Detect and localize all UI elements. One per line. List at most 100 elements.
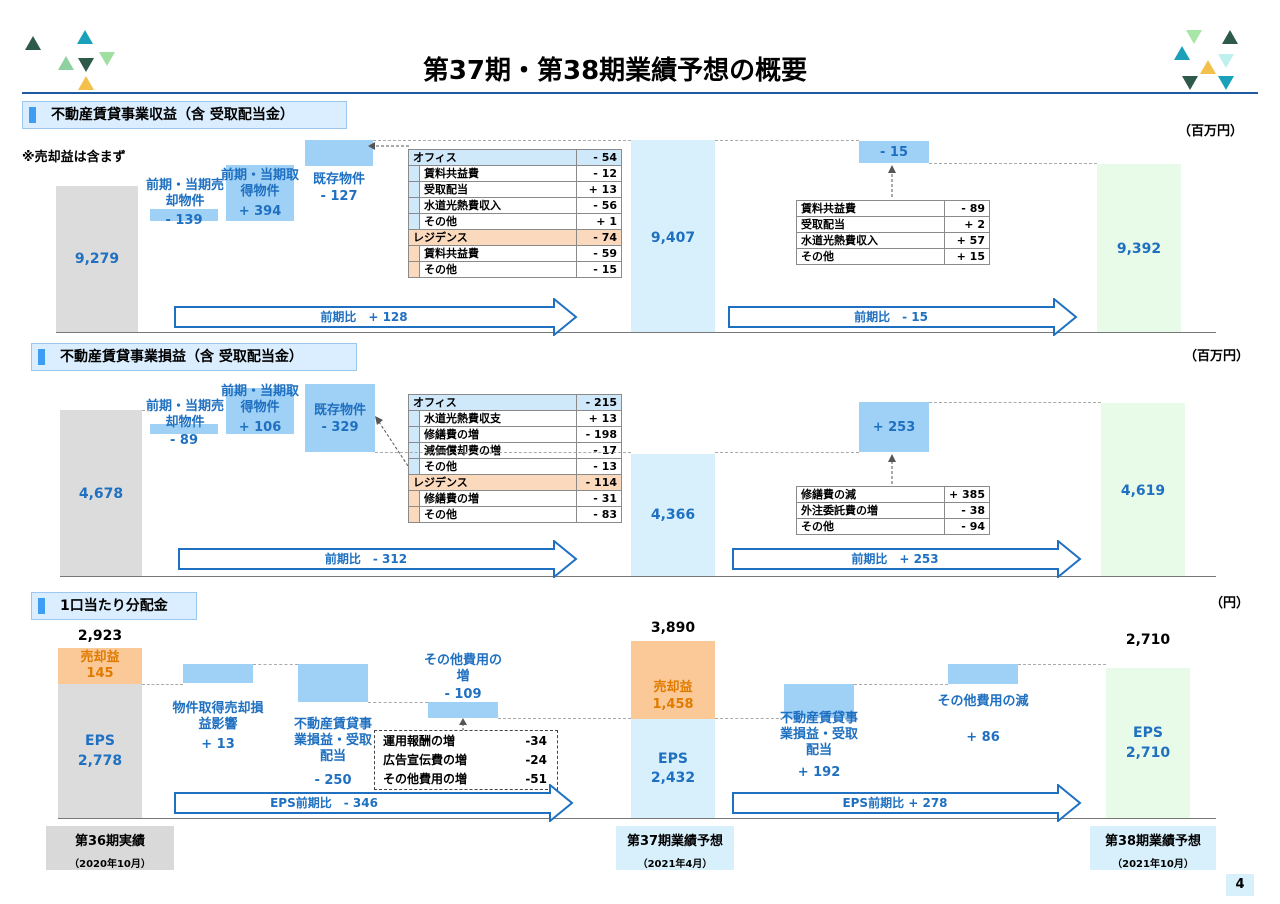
guide-line xyxy=(142,410,150,411)
section-header-profit: 不動産賃貸事業損益（含 受取配当金） xyxy=(31,343,357,371)
dpu-total-p36: 2,923 xyxy=(77,628,123,644)
pro-bd1-val: - 13 xyxy=(576,458,622,475)
unit-label-revenue: （百万円） xyxy=(1178,124,1244,139)
title-rule xyxy=(22,92,1258,94)
profit-step-label-sold: 前期・当期売却物件 xyxy=(145,399,224,430)
guide-line xyxy=(1018,664,1106,665)
pro-bd1-office: オフィス xyxy=(408,394,577,411)
guide-line xyxy=(854,684,948,685)
revenue-step-label-sold: 前期・当期売却物件 xyxy=(145,178,224,209)
dpu-comparison-text-2: EPS前期比 + 278 xyxy=(842,796,948,810)
dpu-gain-value-p37: 1,458 xyxy=(652,697,694,712)
profit-step-value-existing: - 329 xyxy=(321,420,359,435)
pro-bd2-row: 外注委託費の増 xyxy=(796,502,945,519)
page-title: 第37期・第38期業績予想の概要 xyxy=(422,56,808,86)
dpu-eps-label-p36: EPS xyxy=(85,733,115,749)
profit-callout-arrow-2 xyxy=(888,454,896,484)
dpu-cost-row-name: 広告宣伝費の増 xyxy=(383,753,468,767)
dpu-eps-bar-p36 xyxy=(58,684,142,818)
dpu-step-label-profit-up: 不動産賃貸事業損益・受取配当 xyxy=(779,711,858,758)
guide-line xyxy=(715,452,859,453)
rev-bd2-row: 賃料共益費 xyxy=(796,200,945,217)
rev-bd2-row: その他 xyxy=(796,248,945,265)
guide-line xyxy=(715,140,859,141)
dpu-step-bar-acq xyxy=(183,664,253,683)
rev-bd2-row: 水道光熱費収入 xyxy=(796,232,945,249)
dpu-cost-row: 運用報酬の増-34 xyxy=(383,732,547,751)
revenue-breakdown-table-2: 賃料共益費- 89 受取配当+ 2 水道光熱費収入+ 57 その他+ 15 xyxy=(796,200,990,265)
dpu-cost-breakdown-box: 運用報酬の増-34 広告宣伝費の増 -24 その他費用の増 -51 xyxy=(374,730,558,790)
period-label-p36: 第36期実績 （2020年10月） xyxy=(46,826,174,870)
revenue-value-p36: 9,279 xyxy=(74,251,120,267)
profit-step-value-sold: - 89 xyxy=(169,433,198,448)
indent xyxy=(408,490,420,507)
profit-value-p37: 4,366 xyxy=(650,507,696,523)
dpu-comparison-arrow-2 xyxy=(732,784,1082,822)
dpu-eps-bar-p38 xyxy=(1106,668,1190,818)
pro-bd2-val: + 385 xyxy=(943,486,991,503)
guide-line xyxy=(373,140,631,141)
pro-bd2-val: - 38 xyxy=(943,502,991,519)
dpu-cost-row-name: その他費用の増 xyxy=(383,772,468,786)
pro-bd2-row: その他 xyxy=(796,518,945,535)
dpu-cost-row-value: -51 xyxy=(525,772,547,786)
revenue-comparison-arrow-2 xyxy=(728,298,1078,336)
period-label-p38: 第38期業績予想 （2021年10月） xyxy=(1090,826,1216,870)
rev-bd1-row: その他 xyxy=(419,213,577,230)
indent xyxy=(408,245,420,262)
pro-bd1-row: その他 xyxy=(419,458,577,475)
profit-step-value-acquired: + 106 xyxy=(238,420,282,435)
rev-bd1-office-val: - 54 xyxy=(576,149,622,166)
profit-callout-arrow xyxy=(375,416,409,467)
rev-bd1-val: - 15 xyxy=(576,261,622,278)
profit-comparison-text-1: 前期比 - 312 xyxy=(324,552,408,566)
axis-dpu xyxy=(58,818,1216,819)
dpu-step-value-profit-up: + 192 xyxy=(797,765,841,780)
revenue-comparison-arrow-1 xyxy=(174,298,578,336)
indent xyxy=(408,165,420,182)
axis-revenue xyxy=(56,332,1216,333)
dpu-cost-row-name: 運用報酬の増 xyxy=(383,734,456,748)
indent xyxy=(408,181,420,198)
dpu-cost-row-value: -24 xyxy=(525,753,547,767)
profit-bar-p38 xyxy=(1101,403,1185,576)
guide-line xyxy=(929,402,1101,403)
guide-line xyxy=(375,452,631,453)
revenue-step-label-existing: 既存物件 xyxy=(312,172,365,187)
rev-bd1-val: - 12 xyxy=(576,165,622,182)
period-label-sub: （2020年10月） xyxy=(69,859,151,870)
revenue-comparison-text-2: 前期比 - 15 xyxy=(854,310,928,324)
dpu-eps-value-p36: 2,778 xyxy=(77,753,123,769)
dpu-step-value-acq: + 13 xyxy=(201,737,235,752)
dpu-gain-label-p37: 売却益 xyxy=(653,680,693,695)
profit-step-bar-acquired xyxy=(226,388,294,434)
revenue-value-p38: 9,392 xyxy=(1116,241,1162,257)
rev-bd1-residence-val: - 74 xyxy=(576,229,622,246)
rev-bd1-row: 受取配当 xyxy=(419,181,577,198)
dpu-total-p37: 3,890 xyxy=(650,620,696,636)
rev-bd1-row: 賃料共益費 xyxy=(419,245,577,262)
guide-line xyxy=(253,664,298,665)
dpu-cost-row: その他費用の増 -51 xyxy=(383,770,547,789)
dpu-gain-bar-p36 xyxy=(58,648,142,684)
indent xyxy=(408,426,420,443)
logo-triangles-left xyxy=(25,30,115,90)
rev-bd1-row: 賃料共益費 xyxy=(419,165,577,182)
profit-comparison-arrow-2 xyxy=(732,540,1082,578)
dpu-step-label-cost-up: その他費用の増 xyxy=(423,653,502,684)
revenue-step-value-p38: - 15 xyxy=(879,145,908,160)
profit-step-bar-existing xyxy=(305,384,375,452)
rev-bd1-row: 水道光熱費収入 xyxy=(419,197,577,214)
logo-triangles-right xyxy=(1174,30,1238,90)
pro-bd1-row: 修繕費の増 xyxy=(419,426,577,443)
revenue-step-value-existing: - 127 xyxy=(320,189,358,204)
revenue-step-bar-p38 xyxy=(859,141,929,163)
profit-comparison-arrow-1 xyxy=(178,540,578,578)
profit-bar-p37 xyxy=(631,454,715,576)
pro-bd1-row: 修繕費の増 xyxy=(419,490,577,507)
profit-step-bar-sold xyxy=(150,424,218,434)
pro-bd1-residence-val: - 114 xyxy=(576,474,622,491)
revenue-bar-p36 xyxy=(56,186,138,332)
dpu-comparison-text-1: EPS前期比 - 346 xyxy=(270,796,378,810)
profit-step-value-p38: + 253 xyxy=(872,420,916,435)
